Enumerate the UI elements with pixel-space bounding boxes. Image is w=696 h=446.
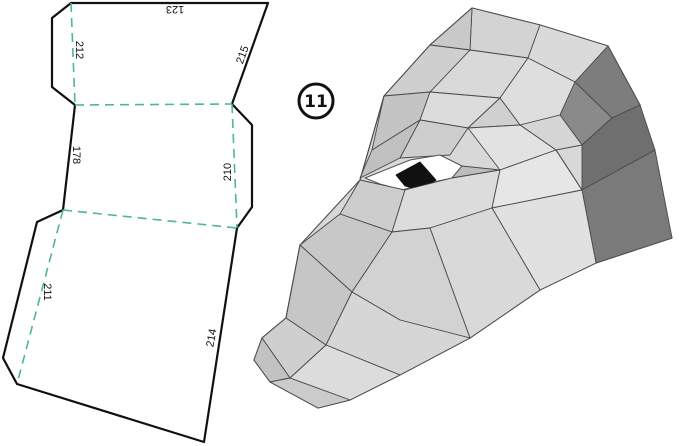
model-edge: [359, 95, 385, 181]
edge-label-upper-left: 212: [73, 41, 85, 59]
low-poly-head-model: [253, 7, 673, 409]
circled-number-icon: [297, 82, 335, 120]
model-face: [469, 7, 541, 59]
fold-line-upper: [74, 103, 233, 106]
step-badge: 11: [297, 82, 335, 120]
model-face: [581, 104, 656, 191]
edge-label-middle-right: 210: [222, 163, 234, 181]
model-face: [429, 7, 473, 51]
model-face: [359, 119, 421, 179]
paper-template: 123 212 215 178 210 211 214: [1, 1, 270, 444]
fold-line-left-top: [70, 2, 76, 106]
edge-label-top: 123: [166, 3, 184, 15]
fold-line-right-middle: [231, 103, 238, 229]
model-face: [269, 377, 351, 409]
model-edge: [383, 44, 431, 97]
edge-label-middle-left: 178: [70, 146, 82, 164]
step-number: 11: [304, 92, 328, 112]
edge-label-lower-right: 214: [204, 328, 219, 348]
model-edge: [555, 149, 583, 191]
edge-label-upper-right: 215: [234, 44, 252, 65]
model-face: [325, 291, 471, 376]
model-edge: [285, 244, 301, 319]
edge-label-lower-left: 211: [41, 283, 53, 301]
template-outline: [1, 1, 270, 444]
